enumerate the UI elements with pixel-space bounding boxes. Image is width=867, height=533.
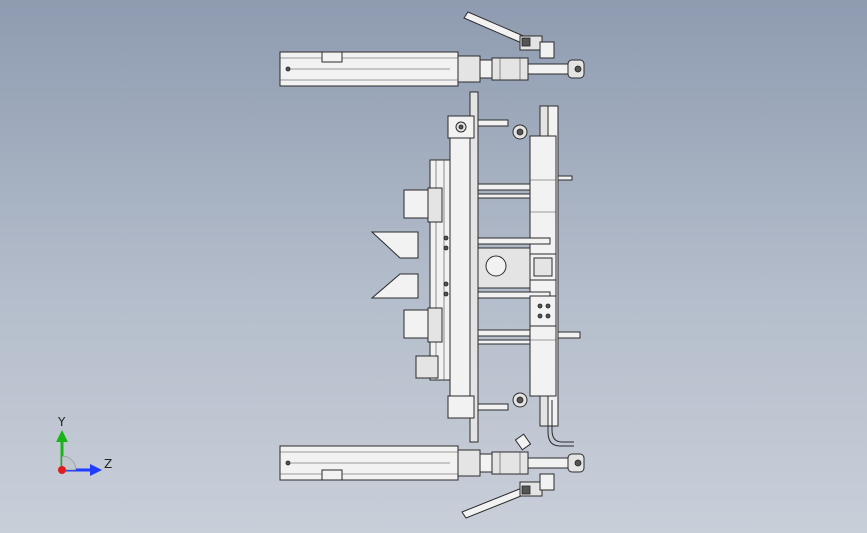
bottom-bearing-block xyxy=(447,395,475,419)
lower-gripper-jaw xyxy=(370,273,419,299)
lower-sensor-block xyxy=(403,309,429,339)
upper-sensor-block xyxy=(403,189,429,219)
coordinate-triad: Y Z xyxy=(56,415,112,476)
center-cam xyxy=(485,255,507,277)
bottom-cylinder-end-cap xyxy=(457,449,481,477)
y-axis-label: Y xyxy=(57,415,66,429)
z-axis-arrowhead xyxy=(90,464,102,476)
bottom-cylinder-rod-block xyxy=(491,451,529,475)
top-clamp-handle xyxy=(463,11,529,45)
z-axis-label: Z xyxy=(104,457,112,471)
central-fixture[interactable] xyxy=(370,91,581,447)
x-axis-dot xyxy=(58,466,66,474)
bottom-clamp-handle xyxy=(461,487,527,519)
bottom-toggle-clamp[interactable] xyxy=(461,433,555,519)
bottom-cylinder-assembly[interactable] xyxy=(279,445,585,481)
top-cylinder-end-cap xyxy=(457,55,481,83)
top-cylinder-rod-block xyxy=(491,57,529,81)
hook-rod xyxy=(547,400,574,447)
top-toggle-clamp[interactable] xyxy=(463,11,555,59)
top-cylinder-assembly[interactable] xyxy=(279,51,585,87)
upper-gripper-jaw xyxy=(370,231,419,259)
lower-slide-stop xyxy=(415,355,439,379)
guide-rods xyxy=(477,119,551,411)
left-vertical-plate xyxy=(449,135,471,403)
y-axis-arrowhead xyxy=(56,430,68,442)
